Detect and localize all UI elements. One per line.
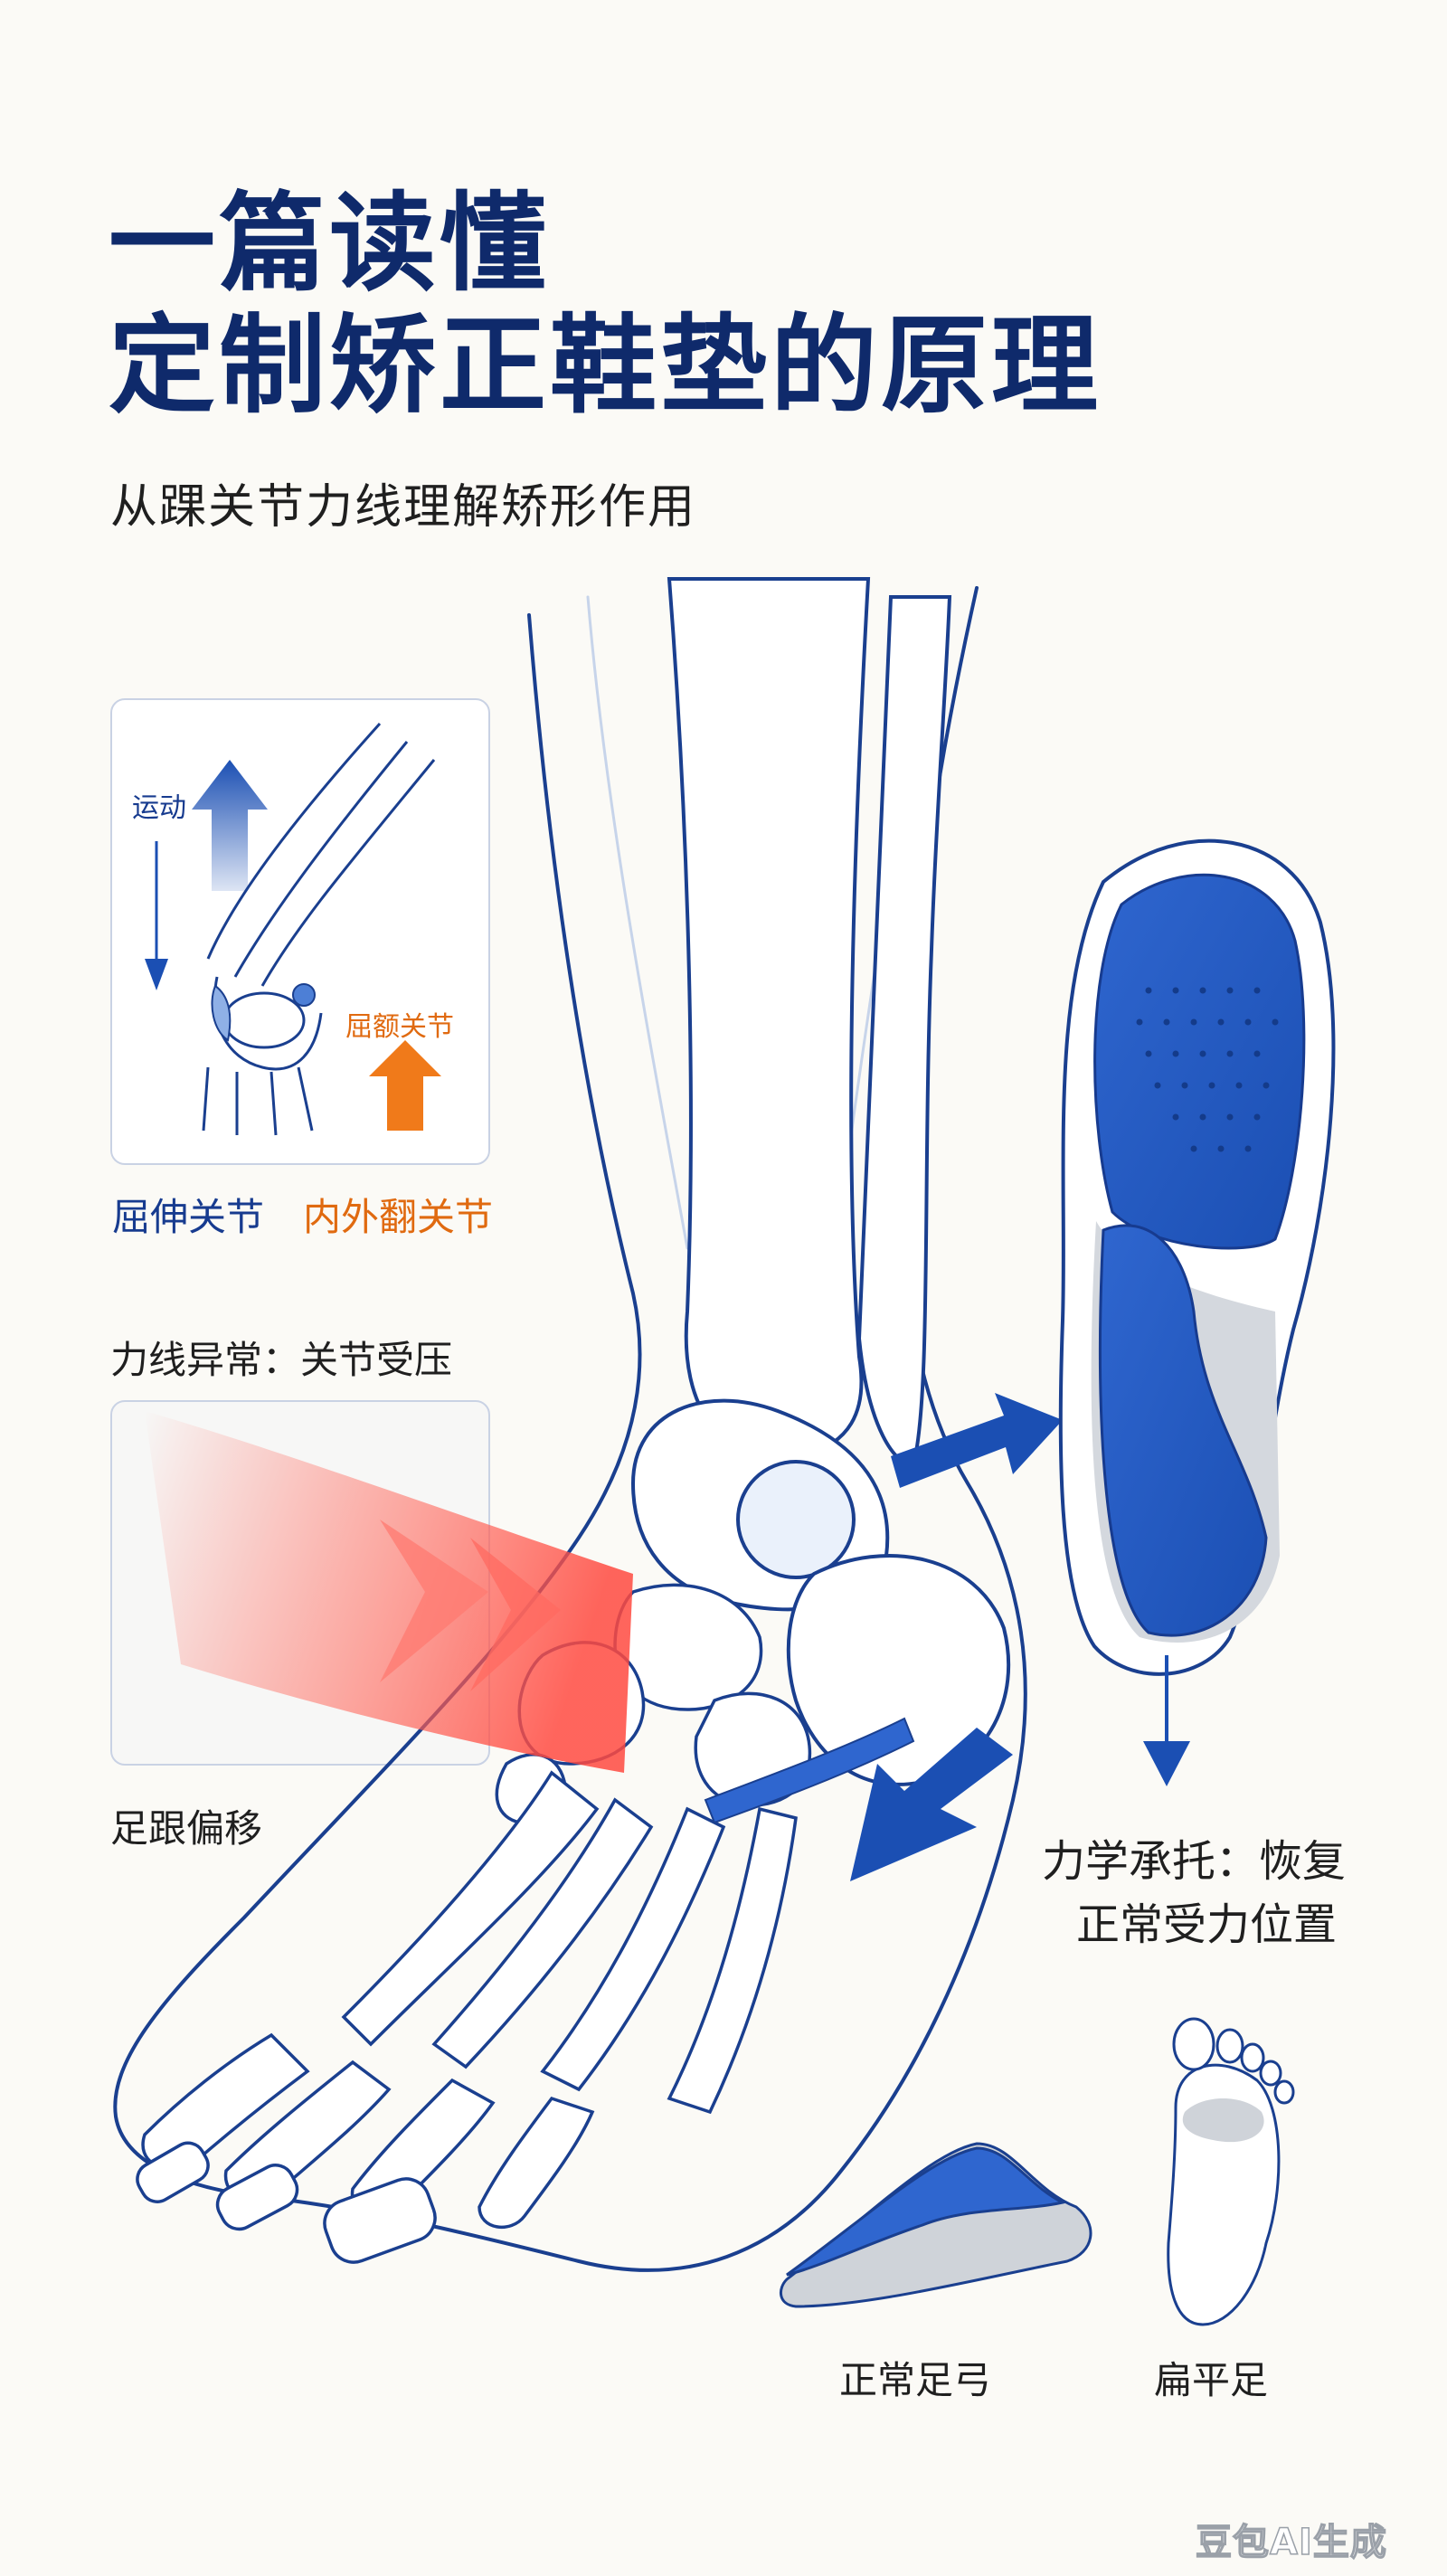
page-title-line2: 定制矫正鞋垫的原理 (109, 303, 1102, 428)
tibia-bone (667, 577, 871, 1460)
metatarsal-bones (341, 1770, 798, 2115)
normal-arch-label: 正常足弓 (839, 2358, 992, 2402)
pressure-beam (145, 1411, 633, 1773)
fibula-bone (856, 595, 952, 1468)
support-arrow-down-left (850, 1728, 1013, 1881)
knee-joint-panel (110, 698, 490, 1165)
support-arrow-right (891, 1393, 1063, 1488)
inline-joint-label: 屈额关节 (345, 1011, 454, 1043)
flexion-joint-label: 屈伸关节 (112, 1195, 265, 1239)
abnormal-alignment-heading: 力线异常：关节受压 (110, 1338, 453, 1382)
knee-joint-drawing (202, 722, 436, 1136)
support-text-line1: 力学承托：恢复 (1042, 1836, 1347, 1887)
toe-bones (136, 2032, 595, 2264)
flat-foot-label: 扁平足 (1154, 2358, 1269, 2402)
flat-foot-footprint (1167, 2017, 1295, 2326)
motion-label: 运动 (132, 792, 186, 824)
pressure-chevron-1 (380, 1520, 488, 1682)
heel-offset-caption: 足跟偏移 (110, 1806, 263, 1851)
flexion-up-arrow (369, 1040, 441, 1131)
page-subtitle: 从踝关节力线理解矫形作用 (110, 480, 697, 535)
motion-up-arrow (192, 760, 268, 891)
normal-arch-insole (779, 2142, 1092, 2308)
insole-ventilation-holes (1136, 987, 1279, 1152)
knee-joint-dot (292, 983, 316, 1007)
pressure-chevron-2 (470, 1538, 561, 1691)
page-title-line1: 一篇读懂 (109, 181, 551, 306)
arch-highlight (704, 1717, 915, 1824)
custom-insole (1058, 838, 1336, 1676)
watermark: 豆包AI生成 (1195, 2521, 1387, 2564)
support-text-line2: 正常受力位置 (1076, 1899, 1338, 1950)
inversion-joint-label: 内外翻关节 (303, 1195, 494, 1239)
knee-cartilage (211, 984, 232, 1042)
